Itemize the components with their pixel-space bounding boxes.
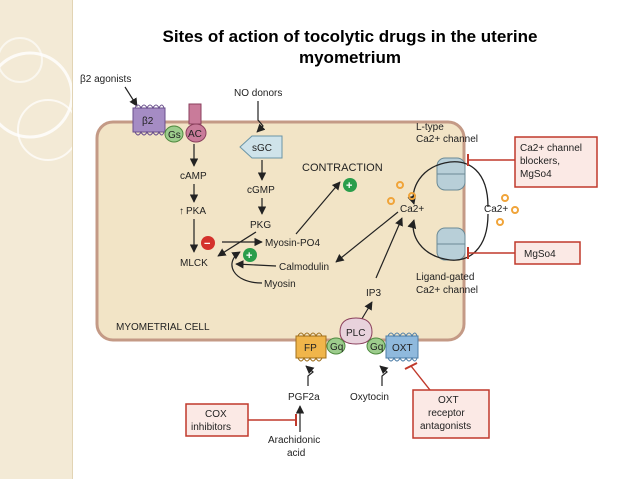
calmodulin-label: Calmodulin [279,262,329,273]
calmodulin-arrow [235,260,277,269]
pka-up-arrow: ↑ [179,206,184,217]
oxt-antagonists-box [412,389,490,439]
ltype-calcium-channel [436,157,466,191]
gq-label-2: Gq [370,342,383,353]
minus-sign-mlck [201,236,215,250]
myosin-label: Myosin [264,279,296,290]
ac-label: AC [188,129,202,140]
fp-receptor [295,332,327,362]
pka-label: PKA [186,206,206,217]
ca-channel-blockers-box [514,136,598,188]
to-contraction-arrow [295,181,341,235]
b2-agonist-arrow [124,86,138,107]
plus-symbol-calmodulin: + [246,250,252,262]
ca-blockers-line-2: blockers, [520,156,560,167]
gq-protein-1 [326,337,346,355]
gs-protein [164,125,184,143]
sgc-shape [239,135,283,159]
no-donors-label: NO donors [234,88,282,99]
cox-line-1: COX [205,409,227,420]
calcium-ions [387,181,519,226]
oxt-antag-line-3: antagonists [420,421,471,432]
mlck-label: MLCK [180,258,208,269]
adenylyl-cyclase [185,103,207,143]
fp-label: FP [304,343,317,354]
pkg-label: PKG [250,220,271,231]
plc-label: PLC [346,328,365,339]
ligand-label-2: Ca2+ channel [416,285,478,296]
oxt-label: OXT [392,343,413,354]
calcium-influx-loop [407,161,489,208]
oxt-receptor [385,332,419,362]
ca-extracellular-label: Ca2+ [484,204,508,215]
myosin-cycle-arrow [231,251,263,284]
arachidonic-label-2: acid [287,448,305,459]
oxytocin-label: Oxytocin [350,392,389,403]
title-line-2: myometrium [298,48,402,67]
calcium-influx-loop-lower [407,213,489,261]
minus-symbol: − [204,238,210,250]
ligand-label-1: Ligand-gated [416,272,474,283]
decorative-side-strip [0,0,73,479]
ca-blockers-line-3: MgSo4 [520,169,552,180]
ltype-label-1: L-type [416,122,444,133]
arachidonic-label-1: Arachidonic [268,435,320,446]
cox-line-2: inhibitors [191,422,231,433]
gs-protein-label: Gs [168,130,181,141]
decorative-circles [0,37,72,161]
ca-intracellular-label: Ca2+ [400,204,424,215]
ca-to-calmodulin-arrow [335,211,399,263]
sgc-label: sGC [252,143,272,154]
plus-symbol-contraction: + [346,180,352,192]
oxt-antag-line-2: receptor [428,408,465,419]
oxt-antag-inhibit-bar [404,362,418,370]
pgf-to-fp-arrow [305,365,315,386]
ca-blockers-line-1: Ca2+ channel [520,143,582,154]
title-line-1: Sites of action of tocolytic drugs in th… [162,27,538,46]
b2-receptor-label: β2 [142,116,154,127]
oxt-antag-line-1: OXT [438,395,459,406]
gq-label-1: Gq [330,342,343,353]
cox-inhibitors-box [185,403,249,437]
ip3-label: IP3 [366,288,381,299]
cgmp-label: cGMP [247,185,275,196]
oxt-antag-inhibit [410,365,431,391]
ip3-to-ca-arrow [375,217,403,279]
myometrial-cell-label: MYOMETRIAL CELL [116,322,210,333]
pkg-to-mlck-arrow [217,231,257,257]
contraction-label: CONTRACTION [302,162,383,174]
mgso4-label: MgSo4 [524,249,556,260]
no-donor-arrow [256,101,266,133]
camp-label: cAMP [180,171,207,182]
plus-sign-contraction [343,178,357,192]
ltype-label-2: Ca2+ channel [416,134,478,145]
slide-title: Sites of action of tocolytic drugs in th… [90,26,610,68]
myometrial-cell [95,120,466,342]
oxytocin-to-oxt-arrow [379,365,389,386]
b2-receptor [132,104,166,136]
myosin-po4-label: Myosin-PO4 [265,238,320,249]
plus-sign-calmodulin [243,248,257,262]
plc-shape [339,317,373,345]
gq-protein-2 [366,337,386,355]
pgf-label: PGF2a [288,392,320,403]
b2-agonists-label: β2 agonists [80,74,131,85]
ligand-gated-calcium-channel [436,227,466,261]
